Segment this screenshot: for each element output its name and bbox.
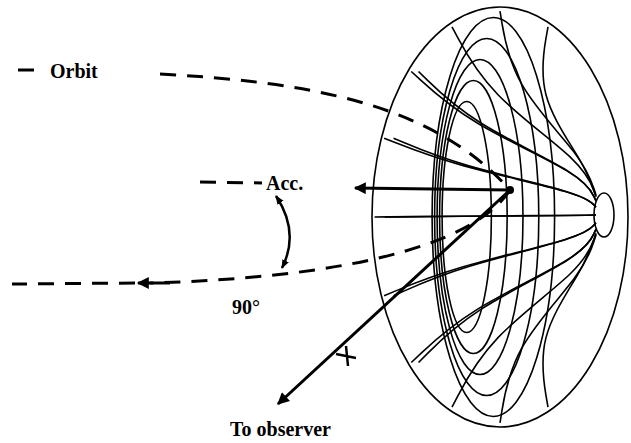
lobe-hole <box>594 193 614 237</box>
observer-label: To observer <box>228 418 333 440</box>
acceleration-arrow <box>355 188 510 190</box>
lobe-ring <box>440 81 508 354</box>
angle-arc <box>276 196 290 268</box>
radiation-lobe <box>372 7 628 427</box>
lobe-meridian <box>452 233 596 407</box>
lobe-meridian <box>452 27 596 197</box>
lobe-meridian <box>394 223 596 296</box>
orbit-path <box>12 70 510 284</box>
orbit-arrow <box>138 282 170 285</box>
angle-tick <box>336 346 356 366</box>
lobe-meridian <box>411 71 596 200</box>
lobe-ring <box>435 39 539 396</box>
electron <box>506 186 514 194</box>
lobe-ring <box>432 18 554 417</box>
observer-arrow <box>278 190 510 404</box>
lobe-meridian <box>543 233 596 407</box>
lobe-meridian <box>543 27 596 197</box>
acceleration-label: Acc. <box>264 172 305 194</box>
lobe-outline <box>372 7 628 427</box>
lobe-meridian <box>500 235 596 423</box>
orbit-label: Orbit <box>48 60 100 82</box>
angle-label: 90° <box>230 296 262 318</box>
